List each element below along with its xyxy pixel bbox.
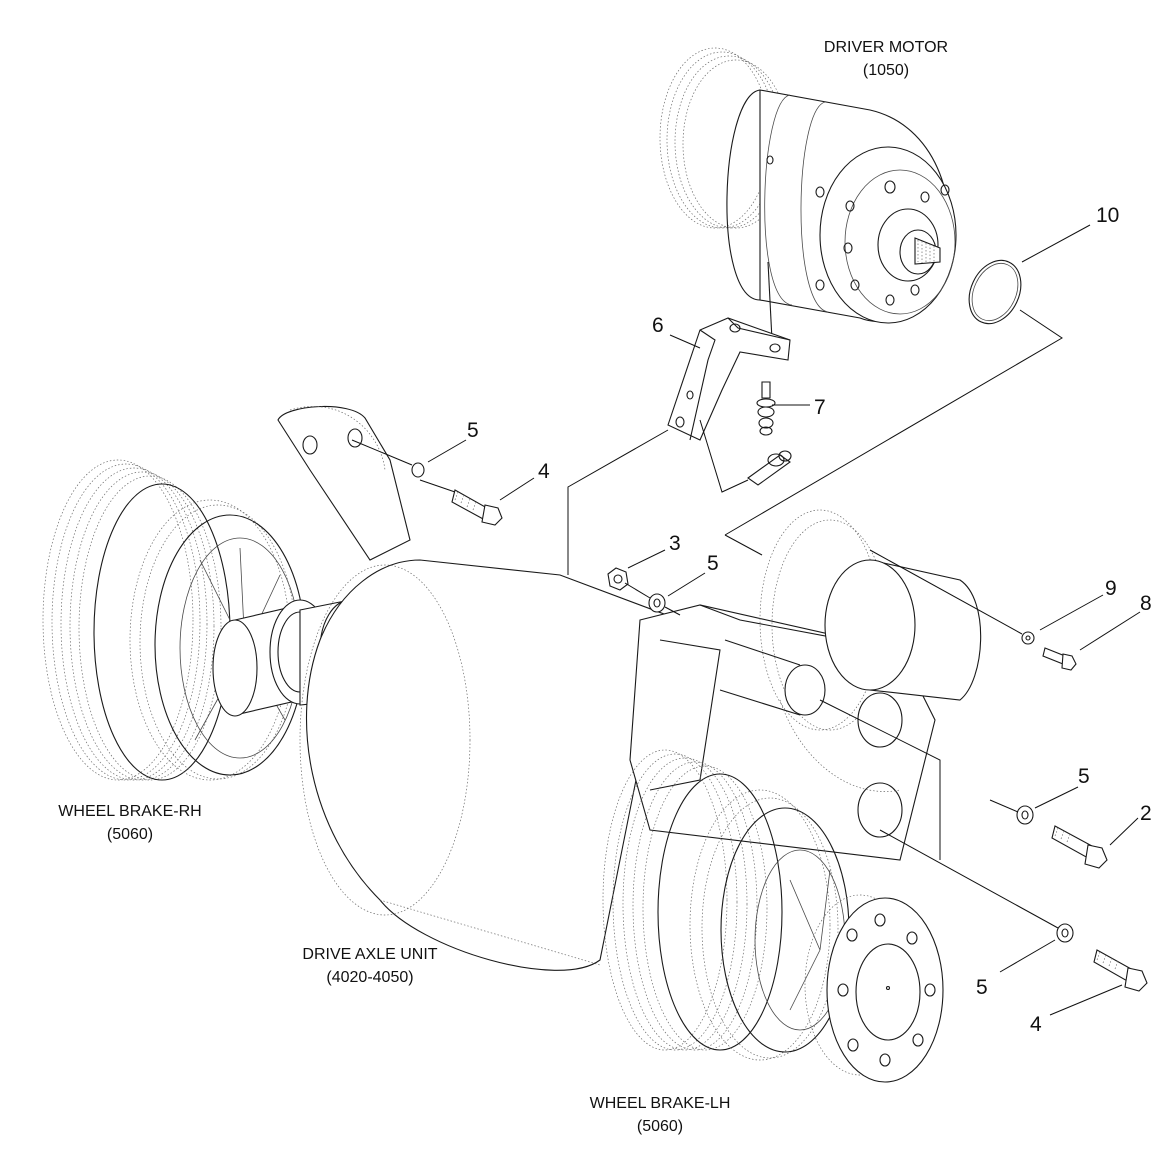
bolt-4-top [411,462,503,526]
callout-5-right: 5 [1078,765,1090,788]
callout-5-top: 5 [467,419,479,442]
callout-6: 6 [652,314,664,337]
drive-axle-unit [277,405,982,971]
drive-axle-unit-name: DRIVE AXLE UNIT [302,946,437,963]
callout-2: 2 [1140,802,1152,825]
wheel-brake-lh [602,749,944,1083]
washer-5-mid [648,593,666,613]
bolt-2 [1051,825,1108,869]
washer-5-bottom [1056,923,1074,943]
callout-4-bottom: 4 [1030,1013,1042,1036]
nut-3 [607,567,629,591]
fitting [747,450,792,486]
callout-8: 8 [1140,592,1152,615]
washer-5-right [1016,805,1034,825]
label-driver-motor: DRIVER MOTOR (1050) [824,39,948,79]
callout-3: 3 [669,532,681,555]
wheel-brake-rh-code: (5060) [107,826,153,843]
driver-motor [659,47,957,341]
bolt-4-bottom [1093,949,1148,992]
label-wheel-brake-lh: WHEEL BRAKE-LH (5060) [590,1095,731,1135]
driver-motor-code: (1050) [863,62,909,79]
callout-10: 10 [1096,204,1119,227]
washer-9 [1021,631,1035,645]
wheel-brake-rh-name: WHEEL BRAKE-RH [58,803,201,820]
driver-motor-name: DRIVER MOTOR [824,39,948,56]
bracket [667,317,791,441]
label-wheel-brake-rh: WHEEL BRAKE-RH (5060) [58,803,201,843]
callout-5-bottom: 5 [976,976,988,999]
screw-7 [756,381,776,436]
wheel-brake-lh-code: (5060) [637,1118,683,1135]
callout-4-top: 4 [538,460,550,483]
o-ring [968,259,1022,325]
callout-7: 7 [814,396,826,419]
callout-5-mid: 5 [707,552,719,575]
callout-9: 9 [1105,577,1117,600]
wheel-brake-lh-name: WHEEL BRAKE-LH [590,1095,731,1112]
label-drive-axle-unit: DRIVE AXLE UNIT (4020-4050) [302,946,437,986]
assembly-lines [351,224,1141,1016]
bolt-8 [1042,647,1077,671]
drive-axle-unit-code: (4020-4050) [326,969,413,986]
callout-numbers: 10 6 7 5 4 3 5 9 8 5 2 5 4 [467,204,1152,1036]
